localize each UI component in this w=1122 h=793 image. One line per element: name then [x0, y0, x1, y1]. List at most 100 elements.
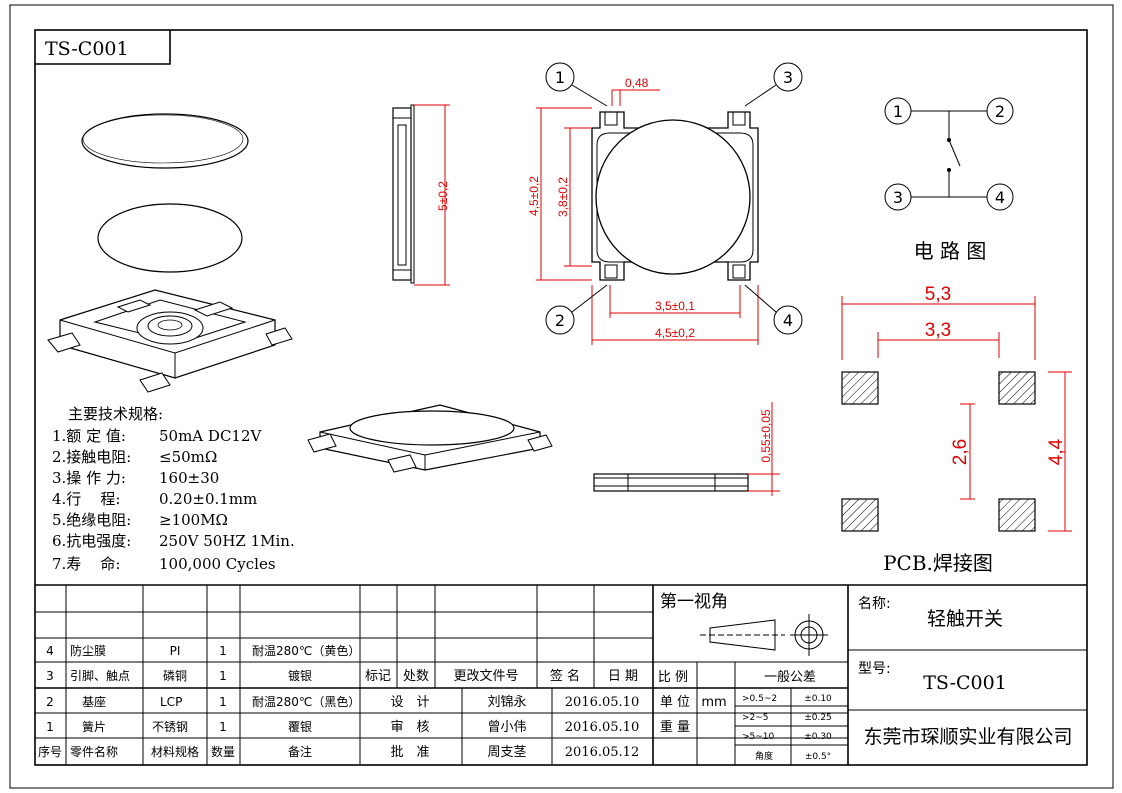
company-name: 东莞市琛顺实业有限公司: [863, 726, 1072, 748]
rev-mark: 标记: [365, 669, 391, 684]
circuit-pin-3: 3: [893, 188, 903, 207]
circuit-pin-4: 4: [995, 188, 1005, 207]
rev-sign: 签 名: [550, 668, 580, 684]
pin-callout-2: 2: [555, 311, 565, 330]
tolerance-value: ±0.25: [804, 713, 832, 723]
specs-title: 主要技术规格:: [68, 405, 163, 423]
name-label: 名称:: [858, 596, 891, 612]
spec-label: 1.额 定 值:: [52, 427, 126, 445]
weight-label: 重 量: [660, 719, 690, 735]
first-angle-label: 第一视角: [660, 592, 728, 612]
spec-value: 0.20±0.1mm: [159, 490, 257, 508]
outer-frame: [9, 4, 1114, 789]
row-remark: 耐温280℃（黑色）: [252, 695, 360, 709]
row-qty: 1: [219, 644, 227, 658]
dim-body-width: 4,5±0,2: [655, 326, 695, 340]
approval-name: 曾小伟: [487, 720, 526, 735]
spec-label: 3.操 作 力:: [52, 469, 126, 487]
header-no: 序号: [38, 744, 62, 759]
dim-pcb-inner-h: 2,6: [950, 439, 971, 465]
ratio-label: 比 例: [658, 670, 688, 685]
approval-name: 周支茎: [487, 745, 526, 760]
row-material: PI: [170, 644, 181, 658]
pcb-footprint: 5,3 3,3 2,6 4,4 PCB.焊接图: [841, 284, 1072, 575]
approval-date: 2016.05.10: [565, 720, 639, 735]
row-no: 3: [46, 669, 54, 683]
approval-date: 2016.05.12: [565, 745, 639, 760]
model-value: TS-C001: [923, 672, 1007, 694]
tolerance-value: ±0.10: [804, 694, 832, 704]
spec-label: 4.行 程:: [52, 490, 120, 508]
pin-callout-1: 1: [555, 68, 565, 87]
spec-value: 250V 50HZ 1Min.: [159, 532, 295, 550]
row-name: 基座: [82, 694, 106, 709]
approval-role: 批 准: [390, 745, 429, 760]
row-remark: 覆银: [288, 720, 312, 734]
dim-pcb-outer-h: 4,4: [1046, 438, 1067, 465]
tolerance-range: >0.5~2: [742, 694, 777, 704]
rev-date: 日 期: [608, 669, 638, 684]
rev-count: 处数: [403, 669, 429, 684]
row-material: 磷铜: [163, 668, 187, 683]
row-no: 4: [46, 644, 54, 658]
top-view: 4,5±0,2 3,8±0,2 0,48 3,5±0,1 4,5±0,2 1 3…: [527, 62, 803, 345]
header-qty: 数量: [211, 744, 235, 759]
dim-pcb-outer-w: 5,3: [925, 284, 951, 305]
part-code-box: TS-C001: [35, 30, 171, 65]
circuit-pin-1: 1: [893, 102, 903, 121]
spec-value: ≤50mΩ: [159, 448, 217, 466]
row-material: 不锈钢: [152, 720, 188, 734]
approval-role: 设 计: [390, 695, 429, 710]
header-material: 材料规格: [151, 744, 199, 759]
row-material: LCP: [160, 695, 182, 709]
tolerance-range: 角度: [755, 750, 773, 762]
pin-callout-3: 3: [783, 68, 793, 87]
first-angle-symbol: [700, 614, 828, 656]
model-label: 型号:: [858, 661, 891, 677]
tolerance-range: >2~5: [742, 713, 769, 723]
spec-label: 7.寿 命:: [52, 555, 120, 573]
row-no: 2: [46, 695, 54, 709]
exploded-view: [47, 113, 293, 393]
inner-frame: [34, 29, 1088, 766]
row-remark: 耐温280℃（黄色）: [252, 644, 360, 658]
spec-label: 6.抗电强度:: [52, 532, 131, 550]
pcb-title: PCB.焊接图: [883, 551, 993, 575]
approval-date: 2016.05.10: [565, 695, 639, 710]
row-no: 1: [46, 720, 54, 734]
row-qty: 1: [219, 669, 227, 683]
spec-label: 5.绝缘电阻:: [52, 511, 131, 529]
tolerance-range: >5~10: [742, 732, 775, 742]
circuit-title: 电 路 图: [914, 239, 987, 263]
product-name: 轻触开关: [927, 608, 1003, 630]
spec-value: 50mA DC12V: [159, 427, 263, 445]
title-block: 4 防尘膜 PI 1 耐温280℃（黄色） 3 引脚、触点 磷铜 1 镀银 2 …: [35, 584, 1087, 765]
dim-body-inner: 3,8±0,2: [556, 177, 570, 217]
tolerance-value: ±0.30: [804, 732, 832, 742]
header-remark: 备注: [288, 744, 312, 759]
tolerance-value: ±0.5°: [805, 752, 831, 762]
header-name: 零件名称: [70, 744, 118, 759]
dim-lead-width: 0,48: [625, 76, 649, 90]
unit-label: 单 位: [660, 695, 690, 710]
row-remark: 镀银: [288, 669, 312, 683]
tolerance-title: 一般公差: [764, 669, 816, 685]
circuit-diagram: 1 2 3 4 电 路 图: [884, 97, 1014, 263]
dim-pcb-inner-w: 3,3: [925, 320, 951, 341]
dim-body-outer: 4,5±0,2: [527, 176, 541, 216]
spec-value: 100,000 Cycles: [159, 555, 276, 573]
approval-name: 刘锦永: [487, 695, 526, 710]
approval-role: 审 核: [390, 720, 429, 735]
spec-label: 2.接触电阻:: [52, 448, 131, 466]
part-code: TS-C001: [45, 38, 129, 60]
dim-side-height: 5±0,2: [436, 181, 450, 211]
row-name: 防尘膜: [70, 643, 106, 658]
dim-thickness: 0,55±0,05: [759, 409, 773, 463]
unit-value: mm: [701, 695, 726, 710]
spec-value: 160±30: [159, 469, 219, 487]
rev-doc: 更改文件号: [453, 669, 518, 684]
dim-pitch: 3,5±0,1: [655, 299, 695, 313]
row-name: 簧片: [82, 719, 106, 734]
row-name: 引脚、触点: [70, 668, 130, 683]
